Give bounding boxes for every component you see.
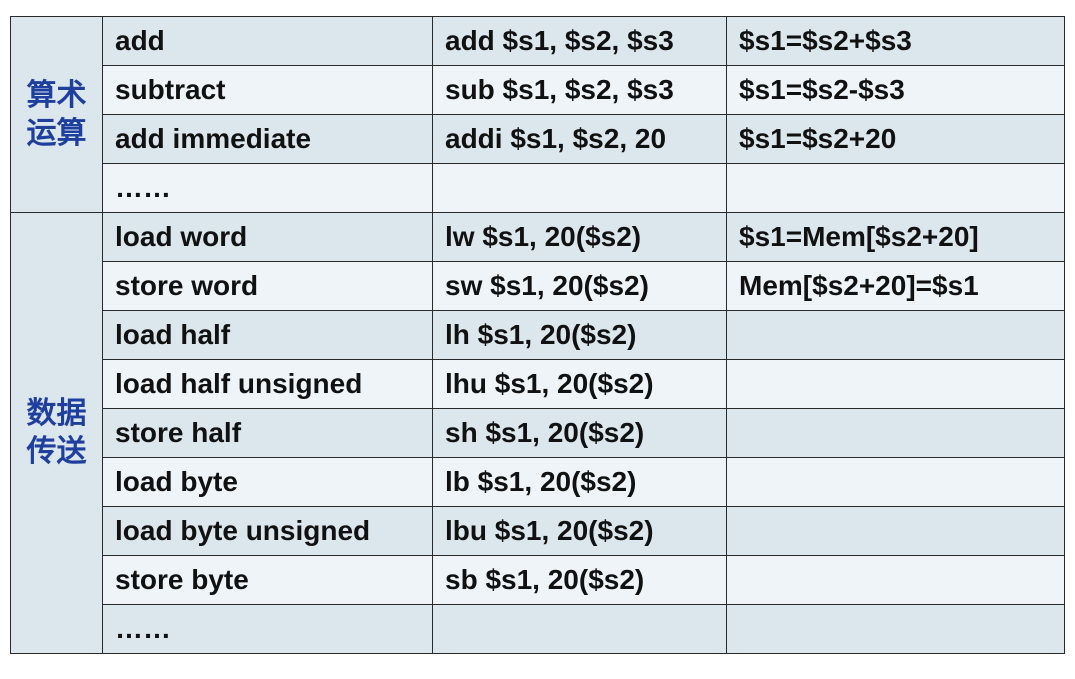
instruction-meaning: [726, 555, 1065, 605]
table-row: load byte lb $s1, 20($s2): [11, 457, 1065, 507]
instruction-name: store half: [102, 408, 433, 458]
instruction-example: sw $s1, 20($s2): [432, 261, 727, 311]
instruction-example: lbu $s1, 20($s2): [432, 506, 727, 556]
instruction-name: subtract: [102, 65, 433, 115]
table-row: store half sh $s1, 20($s2): [11, 408, 1065, 458]
instruction-meaning: $s1=Mem[$s2+20]: [726, 212, 1065, 262]
table-row: store word sw $s1, 20($s2) Mem[$s2+20]=$…: [11, 261, 1065, 311]
instruction-name: load byte: [102, 457, 433, 507]
instruction-example: add $s1, $s2, $s3: [432, 16, 727, 66]
instruction-example: [432, 163, 727, 213]
instruction-example: lw $s1, 20($s2): [432, 212, 727, 262]
instruction-meaning: [726, 310, 1065, 360]
instruction-example: sb $s1, 20($s2): [432, 555, 727, 605]
instruction-name: add immediate: [102, 114, 433, 164]
table-row: load byte unsigned lbu $s1, 20($s2): [11, 506, 1065, 556]
instruction-name: ……: [102, 604, 433, 654]
category-label-line: 数据: [26, 396, 87, 431]
category-cell-data-transfer: 数据 传送: [10, 212, 103, 654]
table-row: ……: [11, 163, 1065, 213]
instruction-name: load half: [102, 310, 433, 360]
table-row: 算术 运算 add add $s1, $s2, $s3 $s1=$s2+$s3: [10, 16, 1065, 213]
table-row: load half unsigned lhu $s1, 20($s2): [11, 359, 1065, 409]
instruction-meaning: [726, 359, 1065, 409]
instruction-meaning: [726, 457, 1065, 507]
instruction-table: 算术 运算 add add $s1, $s2, $s3 $s1=$s2+$s3 …: [10, 16, 1065, 654]
instruction-example: sh $s1, 20($s2): [432, 408, 727, 458]
instruction-meaning: $s1=$s2-$s3: [726, 65, 1065, 115]
instruction-name: load half unsigned: [102, 359, 433, 409]
instruction-example: lhu $s1, 20($s2): [432, 359, 727, 409]
instruction-meaning: Mem[$s2+20]=$s1: [726, 261, 1065, 311]
table-row: subtract sub $s1, $s2, $s3 $s1=$s2-$s3: [11, 65, 1065, 115]
category-label-line: 算术: [26, 77, 87, 113]
table-row: 数据 传送 load word lw $s1, 20($s2) $s1=Mem[…: [10, 212, 1065, 654]
instruction-meaning: $s1=$s2+$s3: [726, 16, 1065, 66]
instruction-meaning: [726, 163, 1065, 213]
instruction-example: lh $s1, 20($s2): [432, 310, 727, 360]
instruction-meaning: [726, 408, 1065, 458]
instruction-example: sub $s1, $s2, $s3: [432, 65, 727, 115]
category-cell-arithmetic: 算术 运算: [10, 16, 103, 213]
instruction-meaning: $s1=$s2+20: [726, 114, 1065, 164]
category-label-line: 运算: [26, 115, 87, 151]
instruction-name: store byte: [102, 555, 433, 605]
instruction-example: addi $s1, $s2, 20: [432, 114, 727, 164]
instruction-name: load byte unsigned: [102, 506, 433, 556]
instruction-name: load word: [102, 212, 433, 262]
table-row: load half lh $s1, 20($s2): [11, 310, 1065, 360]
table-row: ……: [11, 604, 1065, 654]
instruction-name: add: [102, 16, 433, 66]
instruction-example: lb $s1, 20($s2): [432, 457, 727, 507]
table-row: add immediate addi $s1, $s2, 20 $s1=$s2+…: [11, 114, 1065, 164]
instruction-meaning: [726, 506, 1065, 556]
category-label-line: 传送: [26, 434, 87, 469]
instruction-example: [432, 604, 727, 654]
instruction-name: ……: [102, 163, 433, 213]
instruction-meaning: [726, 604, 1065, 654]
instruction-name: store word: [102, 261, 433, 311]
table-row: store byte sb $s1, 20($s2): [11, 555, 1065, 605]
